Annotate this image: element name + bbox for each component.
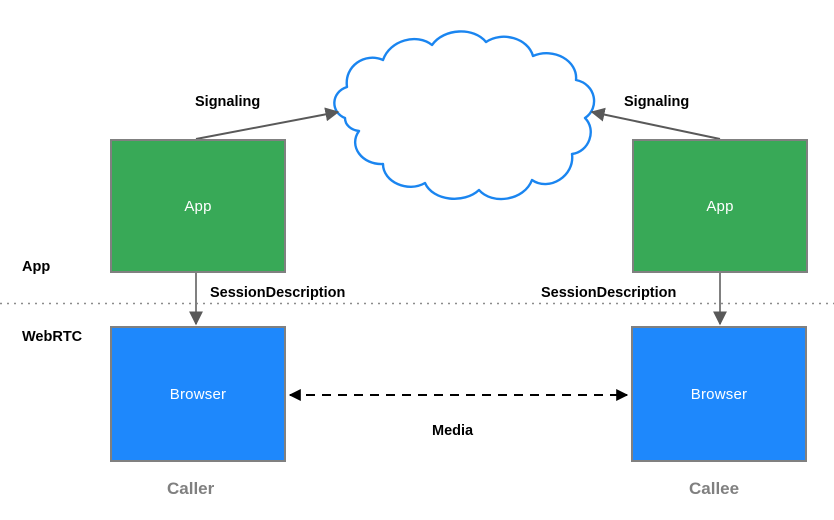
caller-browser-label: Browser <box>169 385 227 403</box>
role-label-callee: Callee <box>689 479 740 498</box>
session-description-label-caller: SessionDescription <box>210 285 346 301</box>
role-label-caller: Caller <box>167 479 215 498</box>
layer-label-webrtc: WebRTC <box>22 329 83 345</box>
caller-browser-box[interactable]: Browser <box>110 326 286 462</box>
callee-app-label: App <box>706 197 734 215</box>
caller-app-label: App <box>184 197 212 215</box>
session-description-label-callee: SessionDescription <box>541 285 677 301</box>
signaling-arrow-callee <box>590 107 721 140</box>
cloud-icon <box>333 30 596 201</box>
signaling-label-caller: Signaling <box>195 94 261 110</box>
callee-browser-box[interactable]: Browser <box>631 326 807 462</box>
layer-label-app: App <box>22 259 51 275</box>
signaling-label-callee: Signaling <box>624 94 690 110</box>
callee-browser-label: Browser <box>690 385 748 403</box>
caller-app-box[interactable]: App <box>110 139 286 273</box>
signaling-arrow-caller <box>195 107 340 140</box>
media-label: Media <box>432 423 474 439</box>
callee-app-box[interactable]: App <box>632 139 808 273</box>
